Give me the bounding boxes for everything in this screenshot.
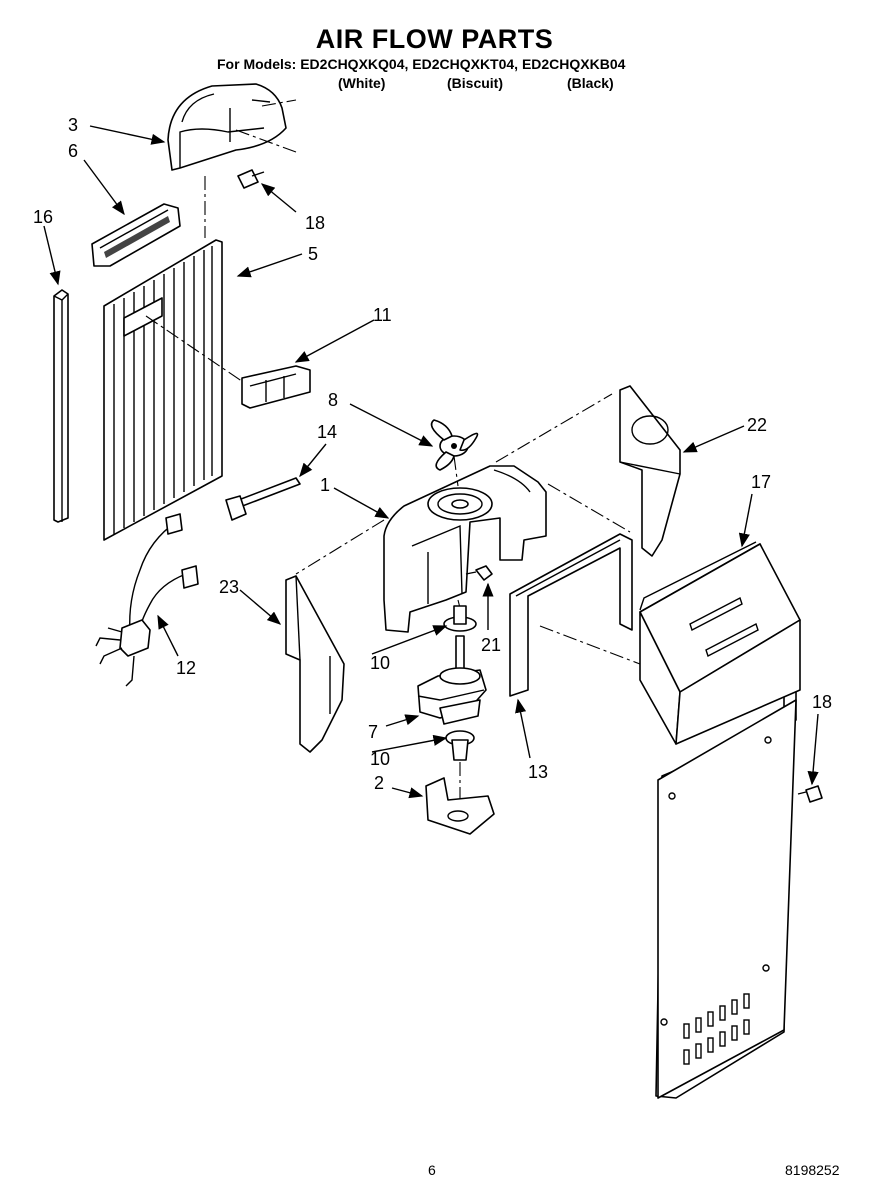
page-number: 6 <box>428 1162 436 1178</box>
callout-3: 3 <box>68 115 79 135</box>
models-line: For Models: ED2CHQXKQ04, ED2CHQXKT04, ED… <box>217 56 626 72</box>
callout-21: 21 <box>481 635 502 655</box>
callout-8: 8 <box>328 390 339 410</box>
part-18-screw-upper <box>237 169 265 189</box>
part-13-foam-seal <box>509 533 633 697</box>
color-white: (White) <box>338 75 386 91</box>
part-10-bushing-lower <box>445 730 475 761</box>
callout-leaders <box>43 125 819 799</box>
color-black: (Black) <box>567 75 614 91</box>
part-5-evaporator-cover <box>103 239 223 541</box>
part-23-duct-panel <box>285 575 345 753</box>
callout-12: 12 <box>176 658 197 678</box>
part-11-light-housing <box>241 365 311 409</box>
part-1-fan-housing <box>383 465 547 633</box>
part-17-rear-panel <box>639 541 801 1099</box>
callout-13: 13 <box>528 762 549 782</box>
part-22-duct-piece <box>619 385 681 557</box>
callout-14: 14 <box>317 422 338 442</box>
callout-10-upper: 10 <box>370 653 391 673</box>
callout-7: 7 <box>368 722 379 742</box>
part-3-diffuser-housing <box>167 83 287 171</box>
part-6-lens <box>91 203 181 267</box>
part-2-motor-bracket <box>425 777 495 835</box>
callout-17: 17 <box>751 472 772 492</box>
document-number: 8198252 <box>785 1162 840 1178</box>
callout-1: 1 <box>320 475 331 495</box>
part-10-bushing-upper <box>443 605 477 632</box>
part-12-wire-harness <box>95 513 199 687</box>
callout-22: 22 <box>747 415 768 435</box>
part-8-fan-blade <box>430 419 479 471</box>
callout-16: 16 <box>33 207 54 227</box>
part-16-seal-strip <box>53 289 69 523</box>
callout-2: 2 <box>374 773 385 793</box>
part-18-screw-lower <box>797 785 823 803</box>
callout-10-lower: 10 <box>370 749 391 769</box>
part-21-screw <box>465 565 493 581</box>
callout-5: 5 <box>308 244 319 264</box>
part-14-heater <box>225 477 301 521</box>
callout-6: 6 <box>68 141 79 161</box>
callout-11: 11 <box>373 305 392 325</box>
callout-18-upper: 18 <box>305 213 326 233</box>
callout-23: 23 <box>219 577 240 597</box>
page-title: AIR FLOW PARTS <box>315 24 554 54</box>
callout-18-lower: 18 <box>812 692 833 712</box>
part-7-fan-motor <box>417 635 487 725</box>
color-biscuit: (Biscuit) <box>447 75 503 91</box>
